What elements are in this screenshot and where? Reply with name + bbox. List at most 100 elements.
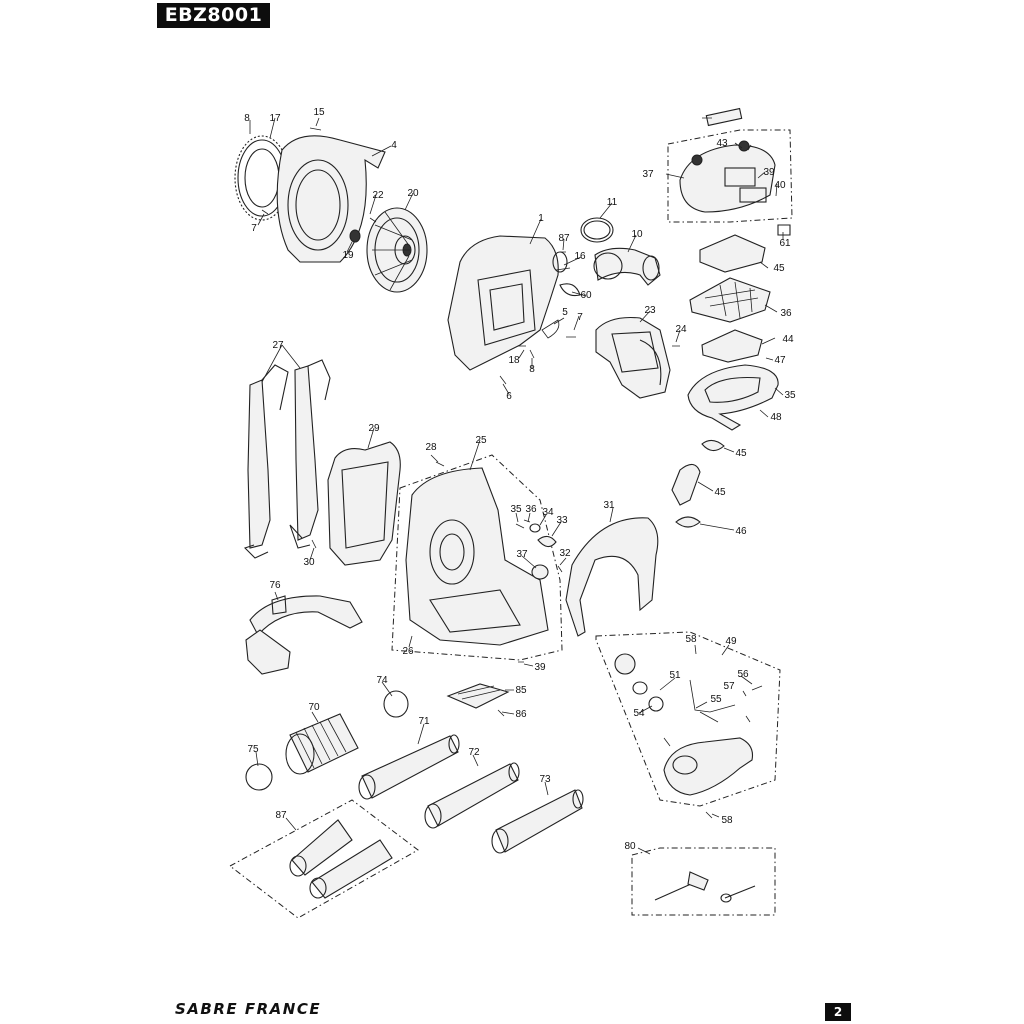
- callout-28: 32: [559, 548, 571, 559]
- brand-logo-text: SABRE FRANCE: [175, 1000, 322, 1018]
- callout-85: 85: [515, 685, 527, 696]
- callout-39: 39: [763, 167, 775, 178]
- callout-9: 10: [631, 229, 643, 240]
- callout-76: 76: [269, 580, 281, 591]
- callout-30: 34: [542, 507, 554, 518]
- callout-61: 61: [779, 238, 791, 249]
- callout-12: 16: [574, 251, 586, 262]
- fuel-cap-part: [614, 653, 636, 675]
- callout-27: 31: [603, 500, 615, 511]
- callout-49: 51: [669, 670, 681, 681]
- callout-7: 7: [251, 223, 257, 234]
- callout-8: 8: [244, 113, 250, 124]
- nozzle-kit-outline: [229, 799, 419, 919]
- air-cleaner-cover-group-outline: [667, 129, 793, 223]
- callout-25: 29: [368, 423, 380, 434]
- grille-part: [446, 683, 510, 709]
- callout-31: 35: [510, 504, 522, 515]
- hose-clamp-part: [701, 439, 725, 452]
- main-housing-part: [447, 235, 568, 371]
- callout-71: 71: [418, 716, 430, 727]
- callout-6: 6: [506, 391, 512, 402]
- page-number: 2: [825, 1003, 851, 1021]
- callout-44: 45: [714, 487, 726, 498]
- callout-45b: 46: [735, 526, 747, 537]
- callout-54: 55: [710, 694, 722, 705]
- model-number-label: EBZ8001: [157, 3, 270, 28]
- spark-wrench-part: [654, 871, 756, 903]
- air-cleaner-case-part: [687, 364, 779, 431]
- engine-cover-part: [595, 316, 671, 399]
- callout-10: 11: [607, 197, 618, 208]
- callout-14: 18: [508, 355, 520, 366]
- callout-46: 47: [774, 355, 786, 366]
- callout-11: 15: [313, 107, 325, 118]
- waist-belt-part: [245, 595, 363, 675]
- callout-72: 72: [468, 747, 480, 758]
- callout-51: 54: [633, 708, 645, 719]
- callout-5: 5: [562, 307, 568, 318]
- callout-56: 57: [723, 681, 735, 692]
- back-frame-part: [405, 467, 549, 646]
- callout-24: 28: [425, 442, 437, 453]
- fan-cover-part: [234, 135, 386, 263]
- callout-83: 87: [558, 233, 570, 244]
- callout-19: 24: [675, 324, 687, 335]
- callout-29: 33: [556, 515, 568, 526]
- shoulder-straps-part: [243, 359, 331, 559]
- nozzle-kit-part: [289, 819, 393, 899]
- callout-47: 48: [770, 412, 782, 423]
- callout-32: 36: [525, 504, 537, 515]
- frame-bar-part: [565, 517, 659, 637]
- hose-clamp-74-part: [383, 690, 409, 718]
- callout-16: 20: [407, 188, 419, 199]
- flex-hose-part: [285, 713, 359, 775]
- callout-23: 27: [272, 340, 284, 351]
- callout-22: 26: [402, 646, 414, 657]
- callout-73: 73: [539, 774, 551, 785]
- o-ring-part: [580, 217, 614, 243]
- callout-60: 60: [580, 290, 592, 301]
- callout-4: 4: [391, 140, 397, 151]
- callout-40: 40: [774, 180, 786, 191]
- callout-41: 43: [716, 138, 728, 149]
- fuel-tank-group-outline: [595, 631, 781, 807]
- straight-pipe-73-part: [491, 789, 584, 854]
- callout-13: 17: [269, 113, 281, 124]
- straight-pipe-72-part: [424, 762, 520, 829]
- callout-87: 87: [275, 810, 287, 821]
- callout-80: 80: [624, 841, 636, 852]
- elbow-part: [593, 247, 661, 286]
- callout-33: 37: [516, 549, 528, 560]
- callout-45: 45: [735, 448, 747, 459]
- callout-15: 19: [342, 250, 354, 261]
- hose-clamp-75-part: [245, 763, 273, 791]
- callout-74: 74: [376, 675, 388, 686]
- callout-42: 44: [782, 334, 794, 345]
- impeller-part: [366, 207, 428, 293]
- callout-37: 37: [642, 169, 654, 180]
- filter-sponge-part: [699, 234, 766, 273]
- callout-1: 1: [538, 213, 544, 224]
- filter-frame-part: [689, 277, 771, 323]
- callout-18: 23: [644, 305, 656, 316]
- callout-17: 22: [372, 190, 384, 201]
- callout-58: 58: [685, 634, 697, 645]
- callout-20: 25: [475, 435, 487, 446]
- carb-hose-part: [671, 463, 701, 506]
- air-cleaner-cover-part: [679, 140, 776, 213]
- tools-group-outline: [631, 847, 776, 916]
- callout-35: 35: [784, 390, 796, 401]
- callout-26: 30: [303, 557, 315, 568]
- callout-43: 45: [773, 263, 785, 274]
- callout-48: 49: [725, 636, 737, 647]
- callout-34: 39: [534, 662, 546, 673]
- filter-element-part: [701, 329, 763, 363]
- callout-7b: 7: [577, 312, 583, 323]
- callout-8b: 8: [529, 364, 535, 375]
- fuel-tank-part: [663, 737, 754, 796]
- callout-36: 36: [780, 308, 792, 319]
- callout-55: 56: [737, 669, 749, 680]
- callout-57: 58: [721, 815, 733, 826]
